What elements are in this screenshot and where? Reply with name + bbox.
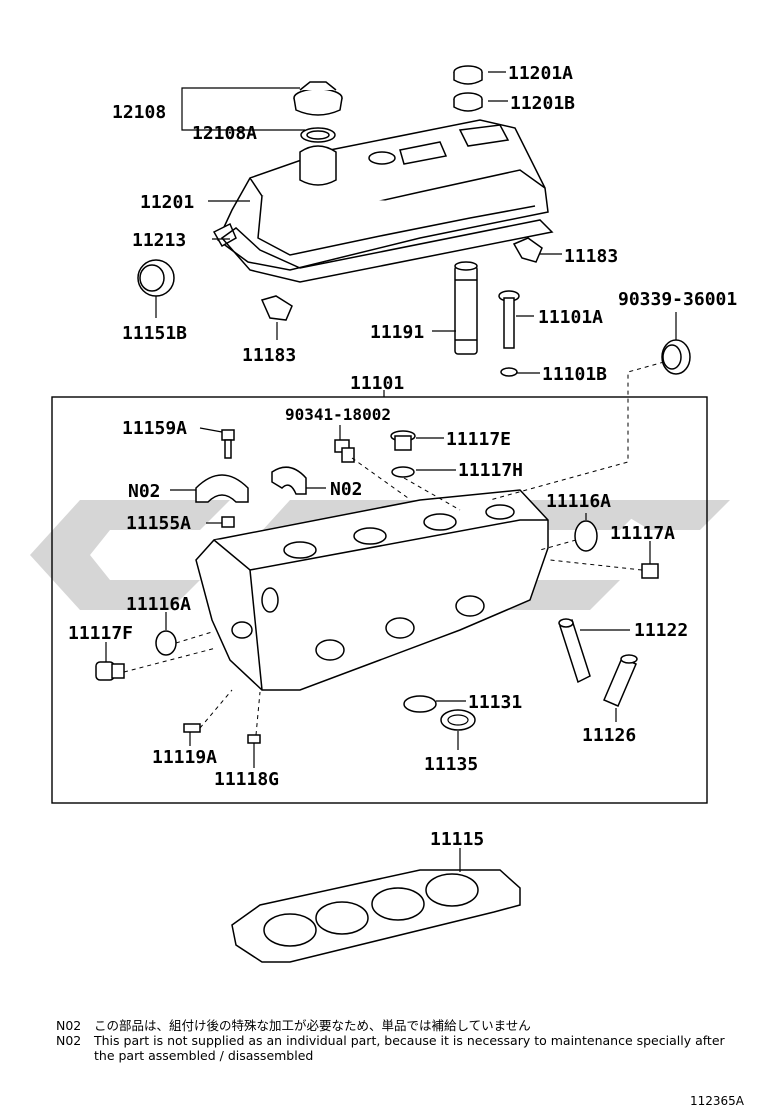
part-label: 11118G [214, 769, 279, 790]
leader-lines [105, 71, 677, 872]
footnotes: N02 この部品は、組付け後の特殊な加工が必要なため、単品では補給していません … [56, 1018, 736, 1063]
half-moon-plug-icon [512, 237, 543, 263]
part-labels: 12108 12108A 11201A 11201B 11201 11213 1… [68, 63, 737, 850]
part-label: 11117A [610, 523, 675, 544]
part-label: 11201B [510, 93, 575, 114]
part-label: 11159A [122, 418, 187, 439]
part-label: 11101B [542, 364, 607, 385]
part-label: 11117F [68, 623, 133, 644]
figure-code: 112365A [689, 1094, 744, 1108]
note-code: N02 [56, 1018, 82, 1033]
screw-plug-icon [95, 661, 125, 681]
part-label: 12108 [112, 102, 166, 123]
part-label: 11191 [370, 322, 424, 343]
bolt-icon [498, 290, 520, 377]
plug-icon [155, 630, 177, 656]
bearing-cap-icon [271, 466, 307, 495]
part-label: 11122 [634, 620, 688, 641]
part-label: 11201A [508, 63, 573, 84]
part-label: 11101 [350, 373, 404, 394]
gasket-ring-icon [447, 714, 469, 726]
part-label: 11115 [430, 829, 484, 850]
grommet-icon [453, 65, 483, 112]
cylinder-head-group-frame [51, 396, 708, 804]
half-moon-plug-icon [260, 295, 293, 321]
part-label: 11119A [152, 747, 217, 768]
note-code: N02 [56, 1033, 82, 1048]
note-english: N02 This part is not supplied as an indi… [56, 1033, 736, 1063]
union-plug-icon [334, 439, 355, 463]
part-label: 90341-18002 [285, 405, 391, 424]
head-gasket-icon [231, 869, 521, 963]
o-ring-icon [403, 695, 437, 713]
head-cover-gasket-icon [220, 219, 554, 283]
part-label: 90339-36001 [618, 289, 737, 310]
note-japanese: N02 この部品は、組付け後の特殊な加工が必要なため、単品では補給していません [56, 1018, 736, 1033]
bolt-icon [221, 429, 235, 459]
note-text: This part is not supplied as an individu… [94, 1033, 725, 1063]
part-label: 11117H [458, 460, 523, 481]
part-label: 11183 [242, 345, 296, 366]
dashed-assembly-lines [123, 361, 665, 736]
part-label: 11135 [424, 754, 478, 775]
part-label: 11213 [132, 230, 186, 251]
oil-filler-cap-icon [293, 81, 343, 143]
part-label: 11183 [564, 246, 618, 267]
part-label: 11151B [122, 323, 187, 344]
valve-guide-icon [558, 618, 591, 684]
screw-plug-icon [641, 563, 659, 579]
part-label: 11126 [582, 725, 636, 746]
part-label: 11155A [126, 513, 191, 534]
valve-guide-icon [603, 654, 638, 707]
part-label: N02 [330, 479, 363, 500]
part-label: 11201 [140, 192, 194, 213]
part-label: 11101A [538, 307, 603, 328]
note-text: この部品は、組付け後の特殊な加工が必要なため、単品では補給していません [94, 1018, 531, 1033]
gasket-ring-icon [440, 709, 476, 731]
part-label: 11117E [446, 429, 511, 450]
pin-icon [183, 723, 201, 733]
cylinder-head-cover-icon [212, 119, 549, 271]
oil-seal-icon [137, 259, 175, 297]
part-label: N02 [128, 481, 161, 502]
plug-icon [574, 520, 598, 552]
spark-plug-tube-icon [454, 261, 478, 355]
part-label: 11116A [126, 594, 191, 615]
bearing-cap-icon [195, 474, 249, 503]
part-label: 12108A [192, 123, 257, 144]
part-label: 11116A [546, 491, 611, 512]
screw-plug-icon [390, 430, 416, 478]
cylinder-head-icon [195, 489, 549, 691]
part-label: 11131 [468, 692, 522, 713]
expansion-plug-icon [661, 339, 691, 375]
pin-icon [247, 734, 261, 744]
pin-icon [221, 516, 235, 528]
